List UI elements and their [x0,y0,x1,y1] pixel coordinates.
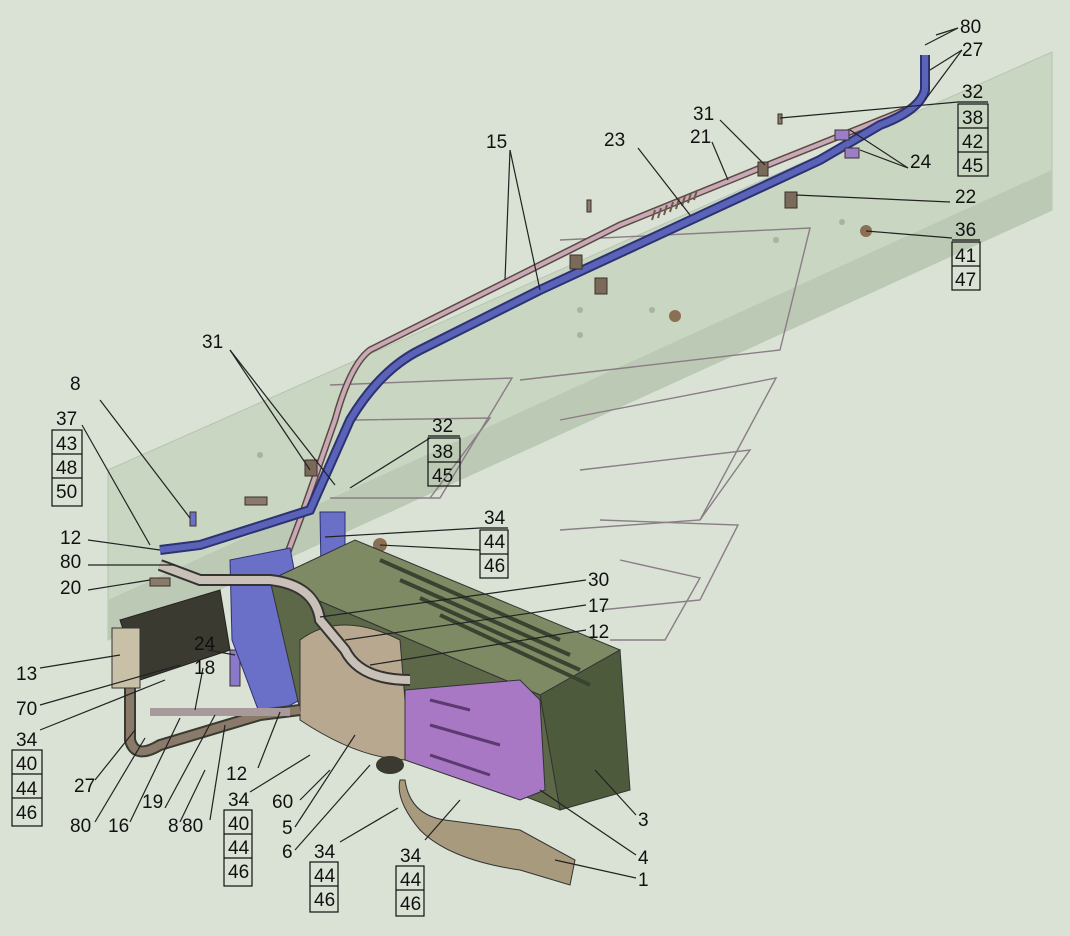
part-label: 34 [400,846,422,867]
part-label: 48 [56,458,77,479]
part-label: 46 [484,556,505,577]
heater-vents [379,558,591,687]
part-labels: 80 27 32 38 42 45 31 21 23 15 24 22 36 4… [16,17,983,915]
coolant-pump [111,627,141,689]
part-label: 32 [432,416,453,437]
part-label: 5 [282,818,293,839]
part-label: 44 [484,532,506,553]
part-label: 12 [226,764,247,785]
part-label: 46 [400,894,421,915]
part-label: 41 [955,246,976,267]
part-label: 21 [690,127,711,148]
part-label: 38 [962,108,983,129]
part-label: 8 [168,816,179,837]
part-label: 37 [56,409,77,430]
part-label: 1 [638,870,649,891]
part-label: 16 [108,816,129,837]
part-label: 18 [194,658,215,679]
part-label: 31 [693,104,714,125]
part-label: 8 [70,374,81,395]
part-label: 80 [960,17,981,38]
part-label: 44 [400,870,422,891]
part-label: 70 [16,699,37,720]
part-label: 13 [16,664,37,685]
part-label: 80 [182,816,203,837]
bolts [149,113,783,587]
part-label: 43 [56,434,77,455]
part-label: 46 [314,890,335,911]
label-boxes [11,101,989,917]
part-label: 80 [70,816,91,837]
part-label: 31 [202,332,223,353]
part-label: 47 [955,270,976,291]
spring-coil [651,189,698,221]
part-label: 19 [142,792,163,813]
part-label: 34 [314,842,336,863]
part-label: 44 [314,866,336,887]
part-label: 50 [56,482,77,503]
exhaust-pipe [398,779,576,886]
part-label: 40 [228,814,249,835]
part-label: 46 [16,803,37,824]
part-label: 34 [484,508,506,529]
part-label: 34 [228,790,250,811]
part-label: 42 [962,132,983,153]
cover-panel [404,679,546,801]
part-label: 34 [16,730,38,751]
part-label: 15 [486,132,507,153]
part-label: 80 [60,552,81,573]
part-label: 46 [228,862,249,883]
part-label: 6 [282,842,293,863]
exhaust-flange [376,756,404,774]
part-label: 36 [955,220,976,241]
part-label: 32 [962,82,983,103]
part-label: 24 [194,634,216,655]
part-label: 12 [588,622,609,643]
part-label: 27 [74,776,95,797]
part-label: 30 [588,570,609,591]
part-label: 3 [638,810,649,831]
part-label: 17 [588,596,609,617]
part-label: 44 [16,779,38,800]
part-label: 45 [432,466,453,487]
part-label: 44 [228,838,250,859]
part-label: 22 [955,187,976,208]
ghost-outlines [329,227,811,641]
heater-cylinder [299,624,411,761]
part-label: 38 [432,442,453,463]
part-label: 4 [638,848,649,869]
panel-slots [429,698,501,777]
part-label: 20 [60,578,81,599]
part-label: 23 [604,130,625,151]
leader-lines [39,27,963,879]
part-label: 12 [60,528,81,549]
part-label: 40 [16,754,37,775]
pipe-clamps [229,129,860,687]
part-label: 60 [272,792,293,813]
part-label: 45 [962,156,983,177]
part-label: 24 [910,152,932,173]
part-label: 27 [962,40,983,61]
